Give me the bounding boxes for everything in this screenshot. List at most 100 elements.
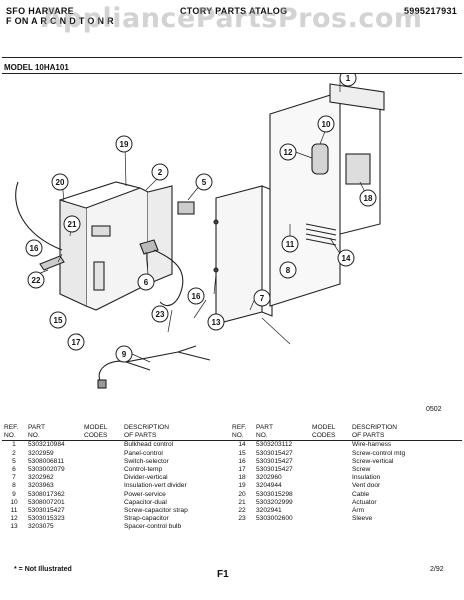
cell-desc: Vent door xyxy=(352,482,381,490)
cell-desc: Screw-control mtg xyxy=(352,449,406,457)
revision-date: 2/92 xyxy=(430,566,444,573)
cell-model xyxy=(82,474,122,482)
cell-part: 3203963 xyxy=(28,482,54,490)
cell-ref: 7 xyxy=(12,474,16,482)
capacitor-shape xyxy=(311,143,329,175)
header-rule xyxy=(2,57,462,58)
footnote: * = Not Illustrated xyxy=(14,566,72,573)
cell-part: 5303015427 xyxy=(28,507,65,515)
table-header-row: REF. NO. PART NO. MODEL CODES DESCRIPTIO… xyxy=(2,424,462,442)
cell-part: 5303015427 xyxy=(256,466,293,474)
callout-bubbles xyxy=(25,74,377,363)
callout-14: 14 xyxy=(342,254,351,263)
cell-ref: 21 xyxy=(238,498,246,506)
callout-7: 7 xyxy=(260,294,265,303)
cell-part: 3202960 xyxy=(256,474,282,482)
callout-13: 13 xyxy=(212,318,221,327)
cell-desc: Control-temp xyxy=(124,466,163,474)
cell-part xyxy=(254,523,310,531)
cell-model xyxy=(310,458,350,466)
cell-model xyxy=(82,441,122,450)
callout-8: 8 xyxy=(286,266,291,275)
callout-23: 23 xyxy=(156,310,165,319)
cell-part: 3202959 xyxy=(28,449,54,457)
cell-ref: 9 xyxy=(12,490,16,498)
cell-model xyxy=(82,450,122,458)
cell-desc: Screw-vertical xyxy=(352,457,394,465)
cell-part: 5303015298 xyxy=(256,490,293,498)
callout-22: 22 xyxy=(32,276,41,285)
col-model: MODEL CODES xyxy=(82,424,122,442)
cell-ref: 23 xyxy=(238,515,246,523)
callout-9: 9 xyxy=(122,350,127,359)
cell-ref: 6 xyxy=(12,466,16,474)
control-panel-shape xyxy=(147,185,173,285)
cell-ref: 14 xyxy=(238,441,246,449)
cell-model xyxy=(310,474,350,482)
cell-model xyxy=(310,523,350,531)
cell-ref: 10 xyxy=(10,498,18,506)
cell-ref: 22 xyxy=(238,507,246,515)
cell-part: 5308007201 xyxy=(28,498,65,506)
callout-11: 11 xyxy=(286,240,295,249)
cell-model xyxy=(82,458,122,466)
cell-model xyxy=(82,523,122,531)
cell-part: 5303015427 xyxy=(256,449,293,457)
cell-model xyxy=(310,491,350,499)
vent-door-shape xyxy=(345,153,371,185)
cell-ref: 13 xyxy=(10,523,18,531)
control-temp-shape xyxy=(139,239,159,255)
cell-ref xyxy=(230,523,254,531)
callout-21: 21 xyxy=(68,220,77,229)
cell-desc: Actuator xyxy=(352,498,377,506)
cell-desc: Wire-harness xyxy=(352,441,392,449)
cell-ref: 8 xyxy=(12,482,16,490)
cell-model xyxy=(82,491,122,499)
header-title: CTORY PARTS ATALOG xyxy=(180,6,288,16)
model-rule xyxy=(2,73,462,74)
cell-desc: Divider-vertical xyxy=(124,474,168,482)
cell-desc: Spacer-control bulb xyxy=(124,523,182,531)
callout-15: 15 xyxy=(54,316,63,325)
cell-part: 5303002079 xyxy=(28,466,65,474)
cell-desc: Sleeve xyxy=(352,515,373,523)
cell-desc: Bulkhead control xyxy=(124,441,174,449)
callout-5: 5 xyxy=(202,178,207,187)
cell-model xyxy=(82,499,122,507)
cell-desc: Insulation-vert divider xyxy=(124,482,187,490)
cell-model xyxy=(310,482,350,490)
wire-harness-shape xyxy=(305,223,337,246)
callout-17: 17 xyxy=(72,338,81,347)
cell-part: 5303002600 xyxy=(256,515,293,523)
cell-ref: 17 xyxy=(238,466,246,474)
cell-ref: 15 xyxy=(238,449,246,457)
vertical-divider-shape xyxy=(215,185,263,325)
cell-desc: Capacitor-dual xyxy=(124,498,167,506)
diagram-code: 0502 xyxy=(426,406,442,413)
cell-desc: Insulation xyxy=(352,474,381,482)
cell-desc: Strap-capacitor xyxy=(124,515,169,523)
cell-model xyxy=(82,466,122,474)
cell-desc: Power-service xyxy=(124,490,166,498)
cell-part: 5308017362 xyxy=(28,490,65,498)
cell-ref: 2 xyxy=(12,449,16,457)
callout-1: 1 xyxy=(346,74,351,83)
col-ref: REF. NO. xyxy=(2,424,26,442)
col-part: PART NO. xyxy=(26,424,82,442)
header-left-line2: F ON A R C N D T O N R xyxy=(6,16,114,26)
col-part-2: PART NO. xyxy=(254,424,310,442)
cell-part: 5303203112 xyxy=(256,441,293,449)
power-cord-shape xyxy=(98,345,211,385)
cell-desc: Cable xyxy=(352,490,370,498)
col-desc-2: DESCRIPTION OF PARTS xyxy=(350,424,462,442)
cell-desc xyxy=(350,523,462,531)
